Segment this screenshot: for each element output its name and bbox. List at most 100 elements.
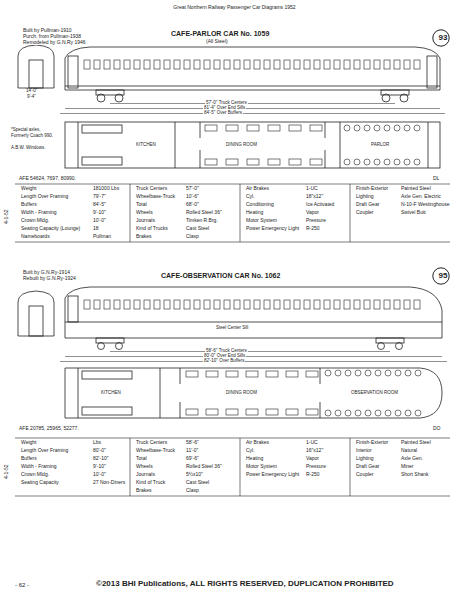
window <box>134 60 140 69</box>
spec-text: Short Shank <box>400 472 430 477</box>
window <box>294 300 300 309</box>
spec-text: Width - Framing <box>20 210 58 215</box>
spec-table <box>15 184 450 242</box>
window <box>364 300 370 309</box>
end-door <box>29 60 43 88</box>
window <box>304 300 310 309</box>
window <box>254 60 260 69</box>
spec-text: Total <box>135 202 148 207</box>
spec-text: 82'-10" Over Buffers <box>203 359 245 364</box>
window <box>414 60 420 69</box>
spec-text: Buffers <box>20 456 38 461</box>
table <box>226 125 238 131</box>
lounge-chair <box>355 370 361 376</box>
window <box>184 300 190 309</box>
window <box>294 60 300 69</box>
wheel <box>396 343 403 350</box>
window <box>364 60 370 69</box>
spec-text: Rebuilt by G.N.Ry-1924 <box>22 276 77 281</box>
wheel <box>382 94 390 102</box>
parlor-chair <box>374 159 380 165</box>
parlor-chair <box>364 159 370 165</box>
spec-text: Motor System <box>245 218 278 223</box>
wheel <box>378 343 385 350</box>
partitions <box>78 122 428 168</box>
spec-text: 9'-4" <box>26 95 37 100</box>
lounge-chair <box>415 370 421 376</box>
spec-text: 1-UC <box>305 186 319 191</box>
spec-text: Nameboards <box>20 234 51 239</box>
table <box>306 409 318 415</box>
spec-text: 27 Non-Diners <box>92 480 126 485</box>
page-header: Great Northern Railway Passenger Car Dia… <box>0 5 467 10</box>
spec-text: Wheelbase-Truck <box>135 194 176 199</box>
window <box>254 300 260 309</box>
sheet-number-circle: 95 <box>432 267 454 285</box>
parlor-chair <box>344 125 350 131</box>
window <box>394 60 400 69</box>
spec-text: Coupler <box>355 210 375 215</box>
spec-text: 57'-0" <box>185 186 200 191</box>
lounge-chair <box>375 370 381 376</box>
spec-text: Seating Capacity <box>20 480 60 485</box>
lounge-chair <box>365 410 371 416</box>
lounge-chair <box>345 370 351 376</box>
window <box>314 60 320 69</box>
window <box>94 60 100 69</box>
spec-text: 81'-4" Over End Sills <box>203 106 246 111</box>
window <box>324 300 330 309</box>
window <box>244 60 250 69</box>
window <box>284 300 290 309</box>
lounge-chair <box>405 410 411 416</box>
vestibule-door <box>68 56 78 88</box>
lounge-chair <box>325 370 331 376</box>
spec-text: Rolled Steel 36" <box>185 210 223 215</box>
partitions <box>78 368 320 418</box>
table <box>268 159 280 165</box>
spec-text: Conditioning <box>245 202 275 207</box>
window <box>354 300 360 309</box>
counter <box>82 157 122 165</box>
end-view <box>18 291 54 336</box>
window <box>214 300 220 309</box>
floor-line <box>65 322 442 323</box>
spec-text: Cyl. <box>245 448 256 453</box>
window <box>374 300 380 309</box>
vestibule-door <box>68 296 78 322</box>
lounge-chair <box>385 370 391 376</box>
window <box>144 60 150 69</box>
spec-text: *Special axles, <box>10 128 42 133</box>
spec-text: DL <box>432 176 440 181</box>
window <box>344 300 350 309</box>
parlor-chair <box>344 159 350 165</box>
floor-plan <box>65 122 440 168</box>
table <box>247 159 259 165</box>
spec-text: 18"x12" <box>305 194 324 199</box>
table <box>206 371 218 377</box>
spec-text: Motor System <box>245 464 278 469</box>
spec-text: Purch. from Pullman-1938 <box>22 34 82 39</box>
parlor-chair <box>414 125 420 131</box>
spec-text: Wheels <box>135 464 154 469</box>
spec-text: Timken R.Brg. <box>185 218 219 223</box>
spec-text: Built by Pullman-1910 <box>22 28 73 33</box>
wheel <box>400 94 408 102</box>
spec-text: Axle Gen. <box>400 456 424 461</box>
window <box>204 300 210 309</box>
spec-text: Remodeled by G.N.Ry 1946 <box>22 40 87 45</box>
table <box>246 371 258 377</box>
spec-text: 16"x12" <box>305 448 324 453</box>
floor-line <box>65 86 440 87</box>
spec-text: 79'-7" <box>92 194 107 199</box>
window <box>404 300 410 309</box>
window <box>244 300 250 309</box>
window <box>164 300 170 309</box>
spec-text: 5½x10" <box>185 472 204 477</box>
spec-text: 57'-0" Truck Centers <box>205 101 248 106</box>
window <box>284 60 290 69</box>
window <box>84 300 90 309</box>
spec-text: Painted Steel <box>400 186 432 191</box>
spec-text: Air Brakes <box>245 440 270 445</box>
lounge-chair <box>365 370 371 376</box>
spec-text: DO <box>432 426 442 431</box>
